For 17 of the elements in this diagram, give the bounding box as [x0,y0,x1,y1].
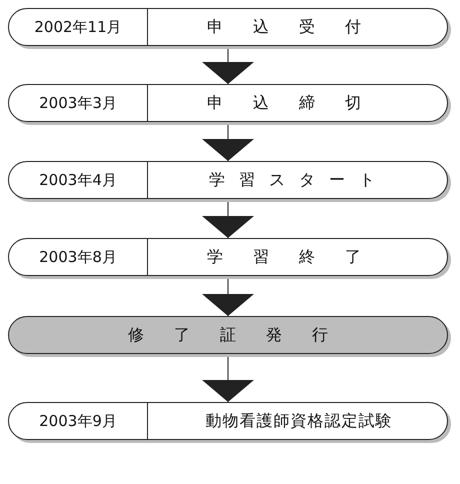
timeline-row [8,84,448,122]
event-label: 申込受付 [206,16,392,38]
milestone-band [8,316,448,354]
date-label: 2002年11月 [33,16,123,38]
event-label: 修了証発行 [127,324,359,346]
timeline-row [8,161,448,199]
event-label: 学習終了 [206,246,392,268]
date-label: 2003年8月 [38,246,118,268]
timeline-row [8,238,448,276]
timeline-row [8,8,448,46]
timeline-row [8,402,448,440]
event-label: 申込締切 [206,92,392,114]
event-label: 動物看護師資格認定試験 [204,410,394,432]
date-label: 2003年4月 [38,170,118,190]
date-label: 2003年9月 [38,410,118,432]
date-label: 2003年3月 [38,92,118,114]
event-label: 学習スタート [208,168,390,190]
